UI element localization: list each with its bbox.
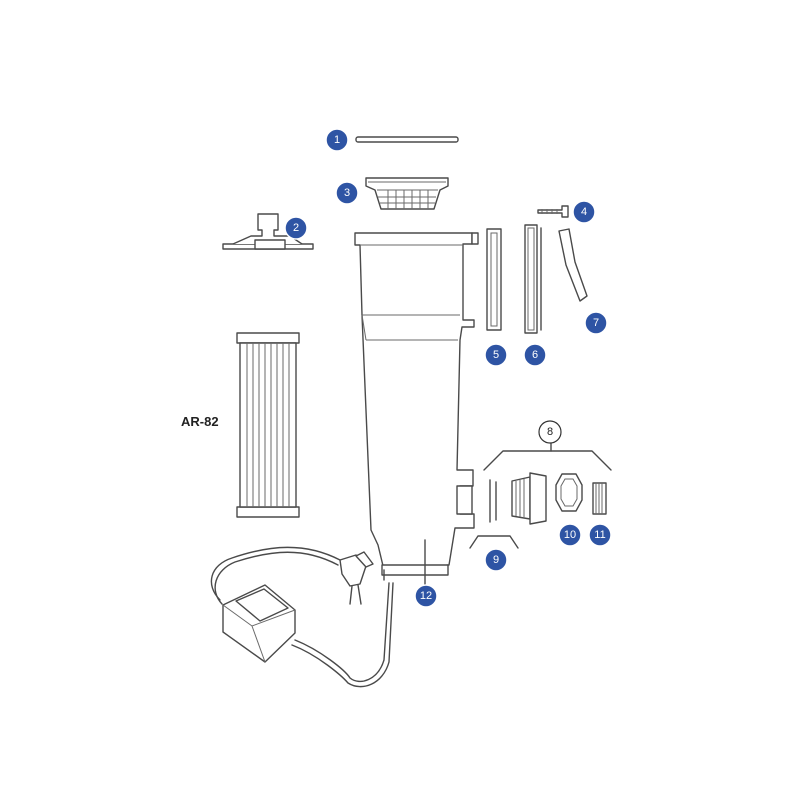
part-7-weir-flap [558,228,588,302]
callout-6: 6 [523,343,547,367]
part-6-plate [524,224,542,334]
part-1-lid-ring [355,136,459,143]
svg-text:6: 6 [532,349,538,361]
svg-text:2: 2 [293,222,299,234]
filter-cartridge [236,332,300,518]
callout-9: 9 [484,548,508,572]
svg-text:1: 1 [334,134,340,146]
part-11-adaptor [592,482,607,515]
callout-5: 5 [484,343,508,367]
part-9-bracket [469,535,519,549]
callout-8: 8 [538,420,562,444]
callout-4: 4 [572,200,596,224]
svg-text:11: 11 [594,529,605,541]
callout-1: 1 [325,128,349,152]
callout-11: 11 [588,523,612,547]
svg-text:9: 9 [493,554,499,566]
power-cable [210,546,394,688]
part-12-skimmer-body [354,232,479,589]
svg-text:5: 5 [493,349,499,361]
callout-2: 2 [284,216,308,240]
svg-text:3: 3 [344,187,350,199]
part-4-screw [537,205,569,218]
callout-10: 10 [558,523,582,547]
svg-text:4: 4 [581,206,587,218]
part-2-adaptor [222,213,314,250]
power-plug-icon [339,551,374,605]
pump-transformer [222,584,296,663]
model-label: AR-82 [181,414,219,429]
part-5-gasket [486,228,502,331]
svg-text:7: 7 [593,317,599,329]
callout-7: 7 [584,311,608,335]
svg-text:12: 12 [420,590,432,602]
svg-text:8: 8 [547,426,553,438]
part-8-connector [489,472,547,525]
callout-3: 3 [335,181,359,205]
part-3-basket [365,177,449,210]
callout-12: 12 [414,584,438,608]
part-10-nut [555,473,583,512]
part-8-group-bracket [483,442,612,471]
svg-text:10: 10 [564,529,576,541]
